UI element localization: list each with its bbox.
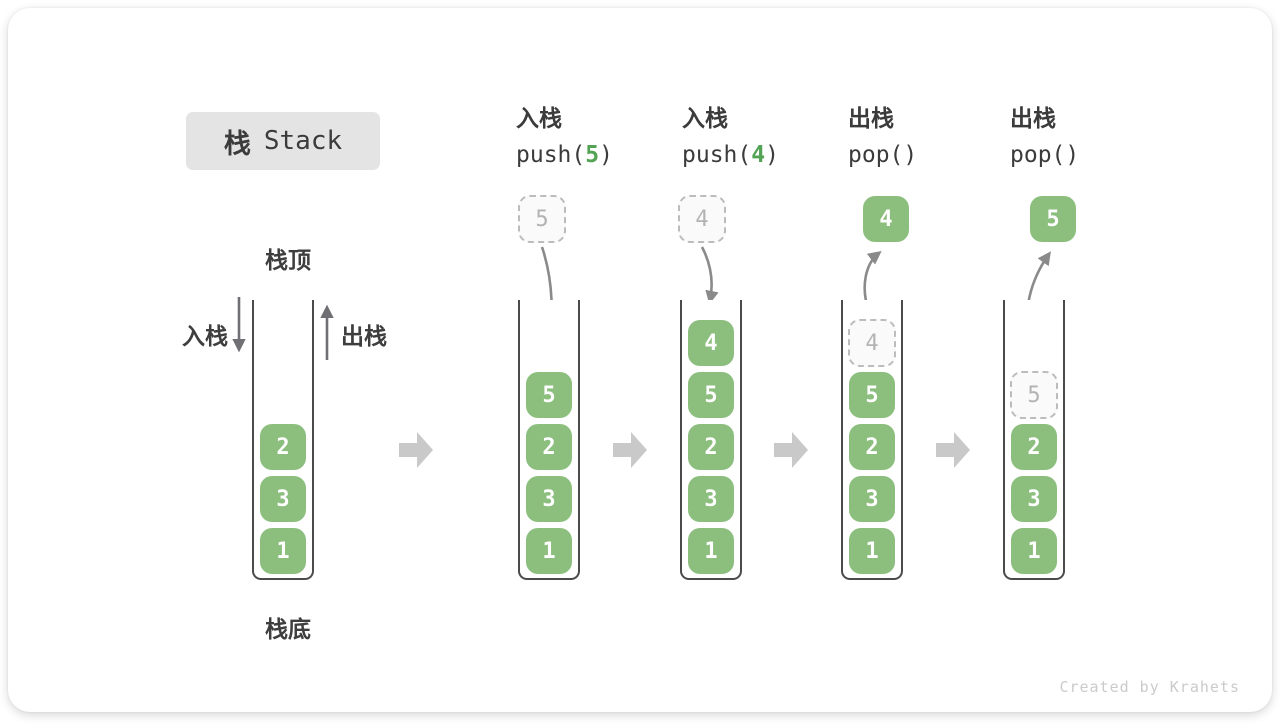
popped-element: 5: [1030, 196, 1076, 242]
op-name: 入栈: [516, 106, 562, 132]
stack-element: 4: [688, 320, 734, 366]
stack-element: 2: [526, 424, 572, 470]
stack-element: 5: [849, 372, 895, 418]
op-column-pop1: 出栈 pop(): [848, 104, 1008, 170]
code-pre: push(: [516, 142, 586, 168]
pop-side-label: 出栈: [341, 324, 387, 350]
code-post: ): [1065, 142, 1080, 168]
code-post: ): [765, 142, 779, 168]
stack-element: 5: [526, 372, 572, 418]
code-pre: pop(: [1010, 142, 1066, 168]
stack-element: 2: [1011, 424, 1057, 470]
op-column-push4: 入栈 push(4): [682, 104, 842, 170]
title-box: 栈 Stack: [186, 112, 380, 170]
op-name: 入栈: [682, 106, 728, 132]
stack-element: 1: [1011, 528, 1057, 574]
code-post: ): [903, 142, 918, 168]
stack-element: 5: [688, 372, 734, 418]
diagram-card: 栈 Stack 栈顶 栈底 入栈 出栈 入栈 push(5) 入栈 push(4…: [8, 8, 1272, 712]
stack-bottom-label: 栈底: [265, 617, 311, 643]
stack-element: 1: [526, 528, 572, 574]
stack-element: 3: [1011, 476, 1057, 522]
incoming-element-dashed: 5: [518, 195, 566, 243]
stack-top-label: 栈顶: [265, 248, 311, 274]
op-column-push5: 入栈 push(5): [516, 104, 676, 170]
stack-container-2: 5 2 3 1: [518, 300, 580, 580]
stack-element: 2: [688, 424, 734, 470]
stack-element-removed: 5: [1010, 371, 1058, 419]
op-code: pop(): [848, 140, 1008, 170]
stack-element: 3: [688, 476, 734, 522]
stack-element: 1: [849, 528, 895, 574]
title-en: Stack: [263, 126, 343, 156]
stack-element: 2: [260, 424, 306, 470]
code-pre: pop(: [848, 142, 904, 168]
push-side-label: 入栈: [182, 324, 228, 350]
stack-element: 2: [849, 424, 895, 470]
stack-container-1: 2 3 1: [252, 300, 314, 580]
op-code: push(5): [516, 140, 676, 170]
title-zh: 栈: [223, 128, 251, 160]
code-arg: 5: [585, 142, 600, 168]
popped-element: 4: [863, 196, 909, 242]
op-column-pop2: 出栈 pop(): [1010, 104, 1170, 170]
watermark: Created by Krahets: [1059, 678, 1240, 696]
op-name: 出栈: [1010, 106, 1056, 132]
stack-element-removed: 4: [848, 319, 896, 367]
incoming-element-dashed: 4: [678, 195, 726, 243]
stack-container-5: 5 2 3 1: [1003, 300, 1065, 580]
op-name: 出栈: [848, 106, 894, 132]
stack-element: 1: [688, 528, 734, 574]
op-code: pop(): [1010, 140, 1170, 170]
stack-element: 3: [849, 476, 895, 522]
push-4-arrow: [700, 246, 719, 305]
stack-container-3: 4 5 2 3 1: [680, 300, 742, 580]
stack-element: 3: [260, 476, 306, 522]
code-post: ): [599, 142, 613, 168]
code-pre: push(: [682, 142, 752, 168]
element-motion-arrows: [540, 246, 1051, 358]
op-code: push(4): [682, 140, 842, 170]
stack-element: 3: [526, 476, 572, 522]
code-arg: 4: [751, 142, 766, 168]
stack-element: 1: [260, 528, 306, 574]
stack-container-4: 4 5 2 3 1: [841, 300, 903, 580]
